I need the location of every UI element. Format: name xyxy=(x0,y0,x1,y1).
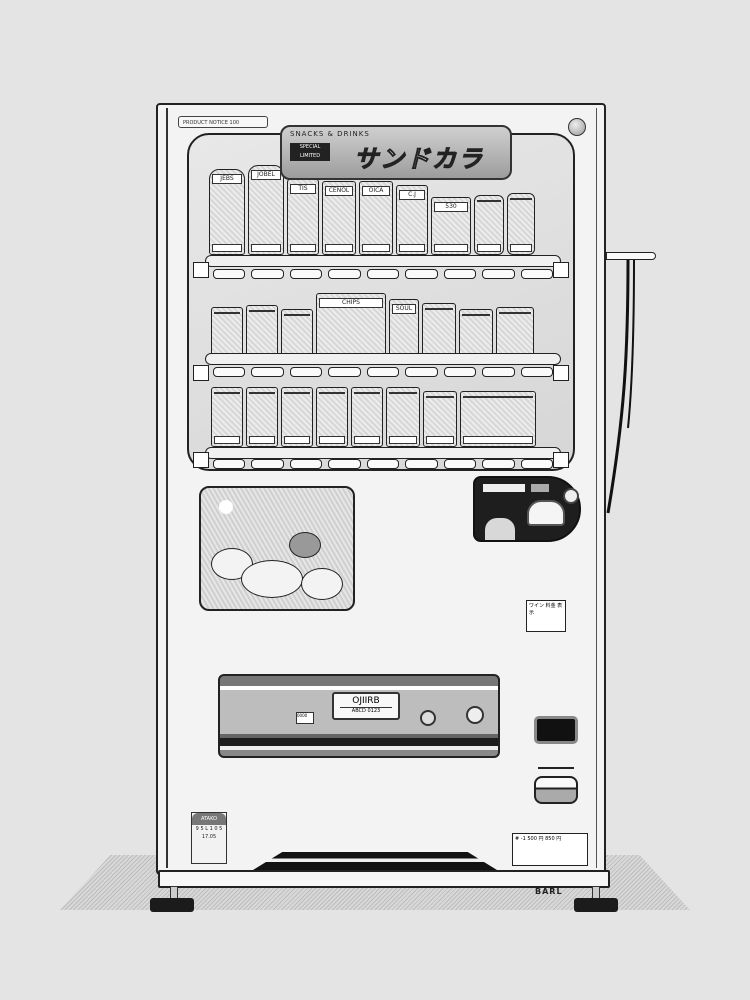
shelf-end-cap xyxy=(193,262,209,278)
shelf-end-cap xyxy=(553,452,569,468)
select-button[interactable] xyxy=(289,459,323,469)
product-item[interactable] xyxy=(281,387,313,447)
product-item[interactable]: C.J xyxy=(396,185,428,255)
dispense-flap[interactable]: 0000 OJIIRB ABCD 0123 xyxy=(218,674,500,758)
top-notice-sticker: PRODUCT NOTICE 100 xyxy=(178,116,268,128)
select-button[interactable] xyxy=(443,269,477,279)
shelf-end-cap xyxy=(553,262,569,278)
shelf-rail-3 xyxy=(205,447,561,459)
select-button[interactable] xyxy=(482,459,515,469)
coin-slot[interactable] xyxy=(485,518,515,540)
product-item[interactable] xyxy=(474,195,504,255)
shelf-end-cap xyxy=(193,365,209,381)
promo-snack xyxy=(301,568,343,600)
divider-line xyxy=(538,767,574,769)
cabinet-inner-frame xyxy=(166,108,597,868)
circle-button-icon[interactable] xyxy=(466,706,484,724)
shelf-rail-2 xyxy=(205,353,561,365)
promo-snack xyxy=(289,532,321,558)
select-button[interactable] xyxy=(443,367,477,377)
select-button[interactable] xyxy=(443,459,477,469)
select-button[interactable] xyxy=(328,459,361,469)
indicator-lamp xyxy=(568,118,586,136)
product-item[interactable] xyxy=(460,391,536,447)
banner-tag: SPECIAL LIMITED xyxy=(290,143,330,161)
product-item[interactable]: OICA xyxy=(359,181,393,255)
promo-snack xyxy=(241,560,303,598)
product-row-3 xyxy=(211,387,536,447)
machine-base xyxy=(158,870,610,888)
brand-banner: SNACKS & DRINKS SPECIAL LIMITED サンドカラ xyxy=(280,125,512,180)
left-info-sticker: ATAKO 9 5 L 1 0 5 17.05 xyxy=(191,812,227,864)
product-display-window: JEBS JOBEL TIS CENOL OICA C.J 530 CHIPS … xyxy=(187,133,575,471)
panel-label xyxy=(531,484,549,492)
select-button[interactable] xyxy=(366,367,400,377)
shelf-end-cap xyxy=(193,452,209,468)
select-button[interactable] xyxy=(251,269,284,279)
select-button[interactable] xyxy=(289,269,323,279)
select-button[interactable] xyxy=(213,367,246,377)
select-button[interactable] xyxy=(251,367,284,377)
select-button[interactable] xyxy=(520,367,553,377)
shelf-end-cap xyxy=(553,365,569,381)
select-button[interactable] xyxy=(289,367,323,377)
product-item[interactable] xyxy=(386,387,420,447)
select-button[interactable] xyxy=(482,269,515,279)
product-item[interactable]: JOBEL xyxy=(248,165,284,255)
banner-small-text: SNACKS & DRINKS xyxy=(290,130,370,138)
promo-window xyxy=(199,486,355,611)
select-button[interactable] xyxy=(251,459,284,469)
kick-plate xyxy=(253,852,497,870)
leveling-foot xyxy=(150,898,194,912)
select-button[interactable] xyxy=(482,367,515,377)
product-item[interactable] xyxy=(246,387,278,447)
hanging-cord-icon xyxy=(606,259,635,514)
select-button[interactable] xyxy=(405,269,438,279)
select-button[interactable] xyxy=(366,459,400,469)
select-button[interactable] xyxy=(328,367,361,377)
product-item[interactable] xyxy=(211,387,243,447)
select-button[interactable] xyxy=(366,269,400,279)
select-button[interactable] xyxy=(405,459,438,469)
product-item[interactable] xyxy=(423,391,457,447)
flap-label-window: OJIIRB ABCD 0123 xyxy=(332,692,400,720)
return-button[interactable] xyxy=(534,776,578,804)
product-item[interactable] xyxy=(507,193,535,255)
right-info-sticker: # -1 500 円 850 円 xyxy=(512,833,588,866)
select-button[interactable] xyxy=(520,459,553,469)
banner-logo: サンドカラ xyxy=(354,145,484,174)
panel-display xyxy=(483,484,525,492)
select-button[interactable] xyxy=(405,367,438,377)
card-slot[interactable] xyxy=(527,500,565,526)
artist-signature: BARL xyxy=(535,887,563,896)
product-item[interactable]: JEBS xyxy=(209,169,245,255)
change-slot[interactable] xyxy=(534,716,578,744)
selection-buttons-row-1 xyxy=(205,269,561,279)
product-item[interactable]: 530 xyxy=(431,197,471,255)
select-button[interactable] xyxy=(213,459,246,469)
selection-buttons-row-3 xyxy=(205,459,561,469)
coin-return-knob[interactable] xyxy=(563,488,579,504)
select-button[interactable] xyxy=(328,269,361,279)
shelf-rail-1 xyxy=(205,255,561,267)
product-item[interactable]: CENOL xyxy=(322,181,356,255)
promo-highlight xyxy=(219,500,233,514)
select-button[interactable] xyxy=(213,269,246,279)
product-item[interactable] xyxy=(316,387,348,447)
product-item[interactable]: TIS xyxy=(287,179,319,255)
leveling-foot xyxy=(574,898,618,912)
selection-buttons-row-2 xyxy=(205,367,561,377)
side-hook xyxy=(606,252,656,260)
recycle-icon xyxy=(420,710,436,726)
price-info-sticker: ワイン 料金 表示 xyxy=(526,600,566,632)
payment-panel[interactable] xyxy=(473,476,581,542)
product-item[interactable] xyxy=(351,387,383,447)
flap-small-button[interactable]: 0000 xyxy=(296,712,314,724)
select-button[interactable] xyxy=(520,269,553,279)
